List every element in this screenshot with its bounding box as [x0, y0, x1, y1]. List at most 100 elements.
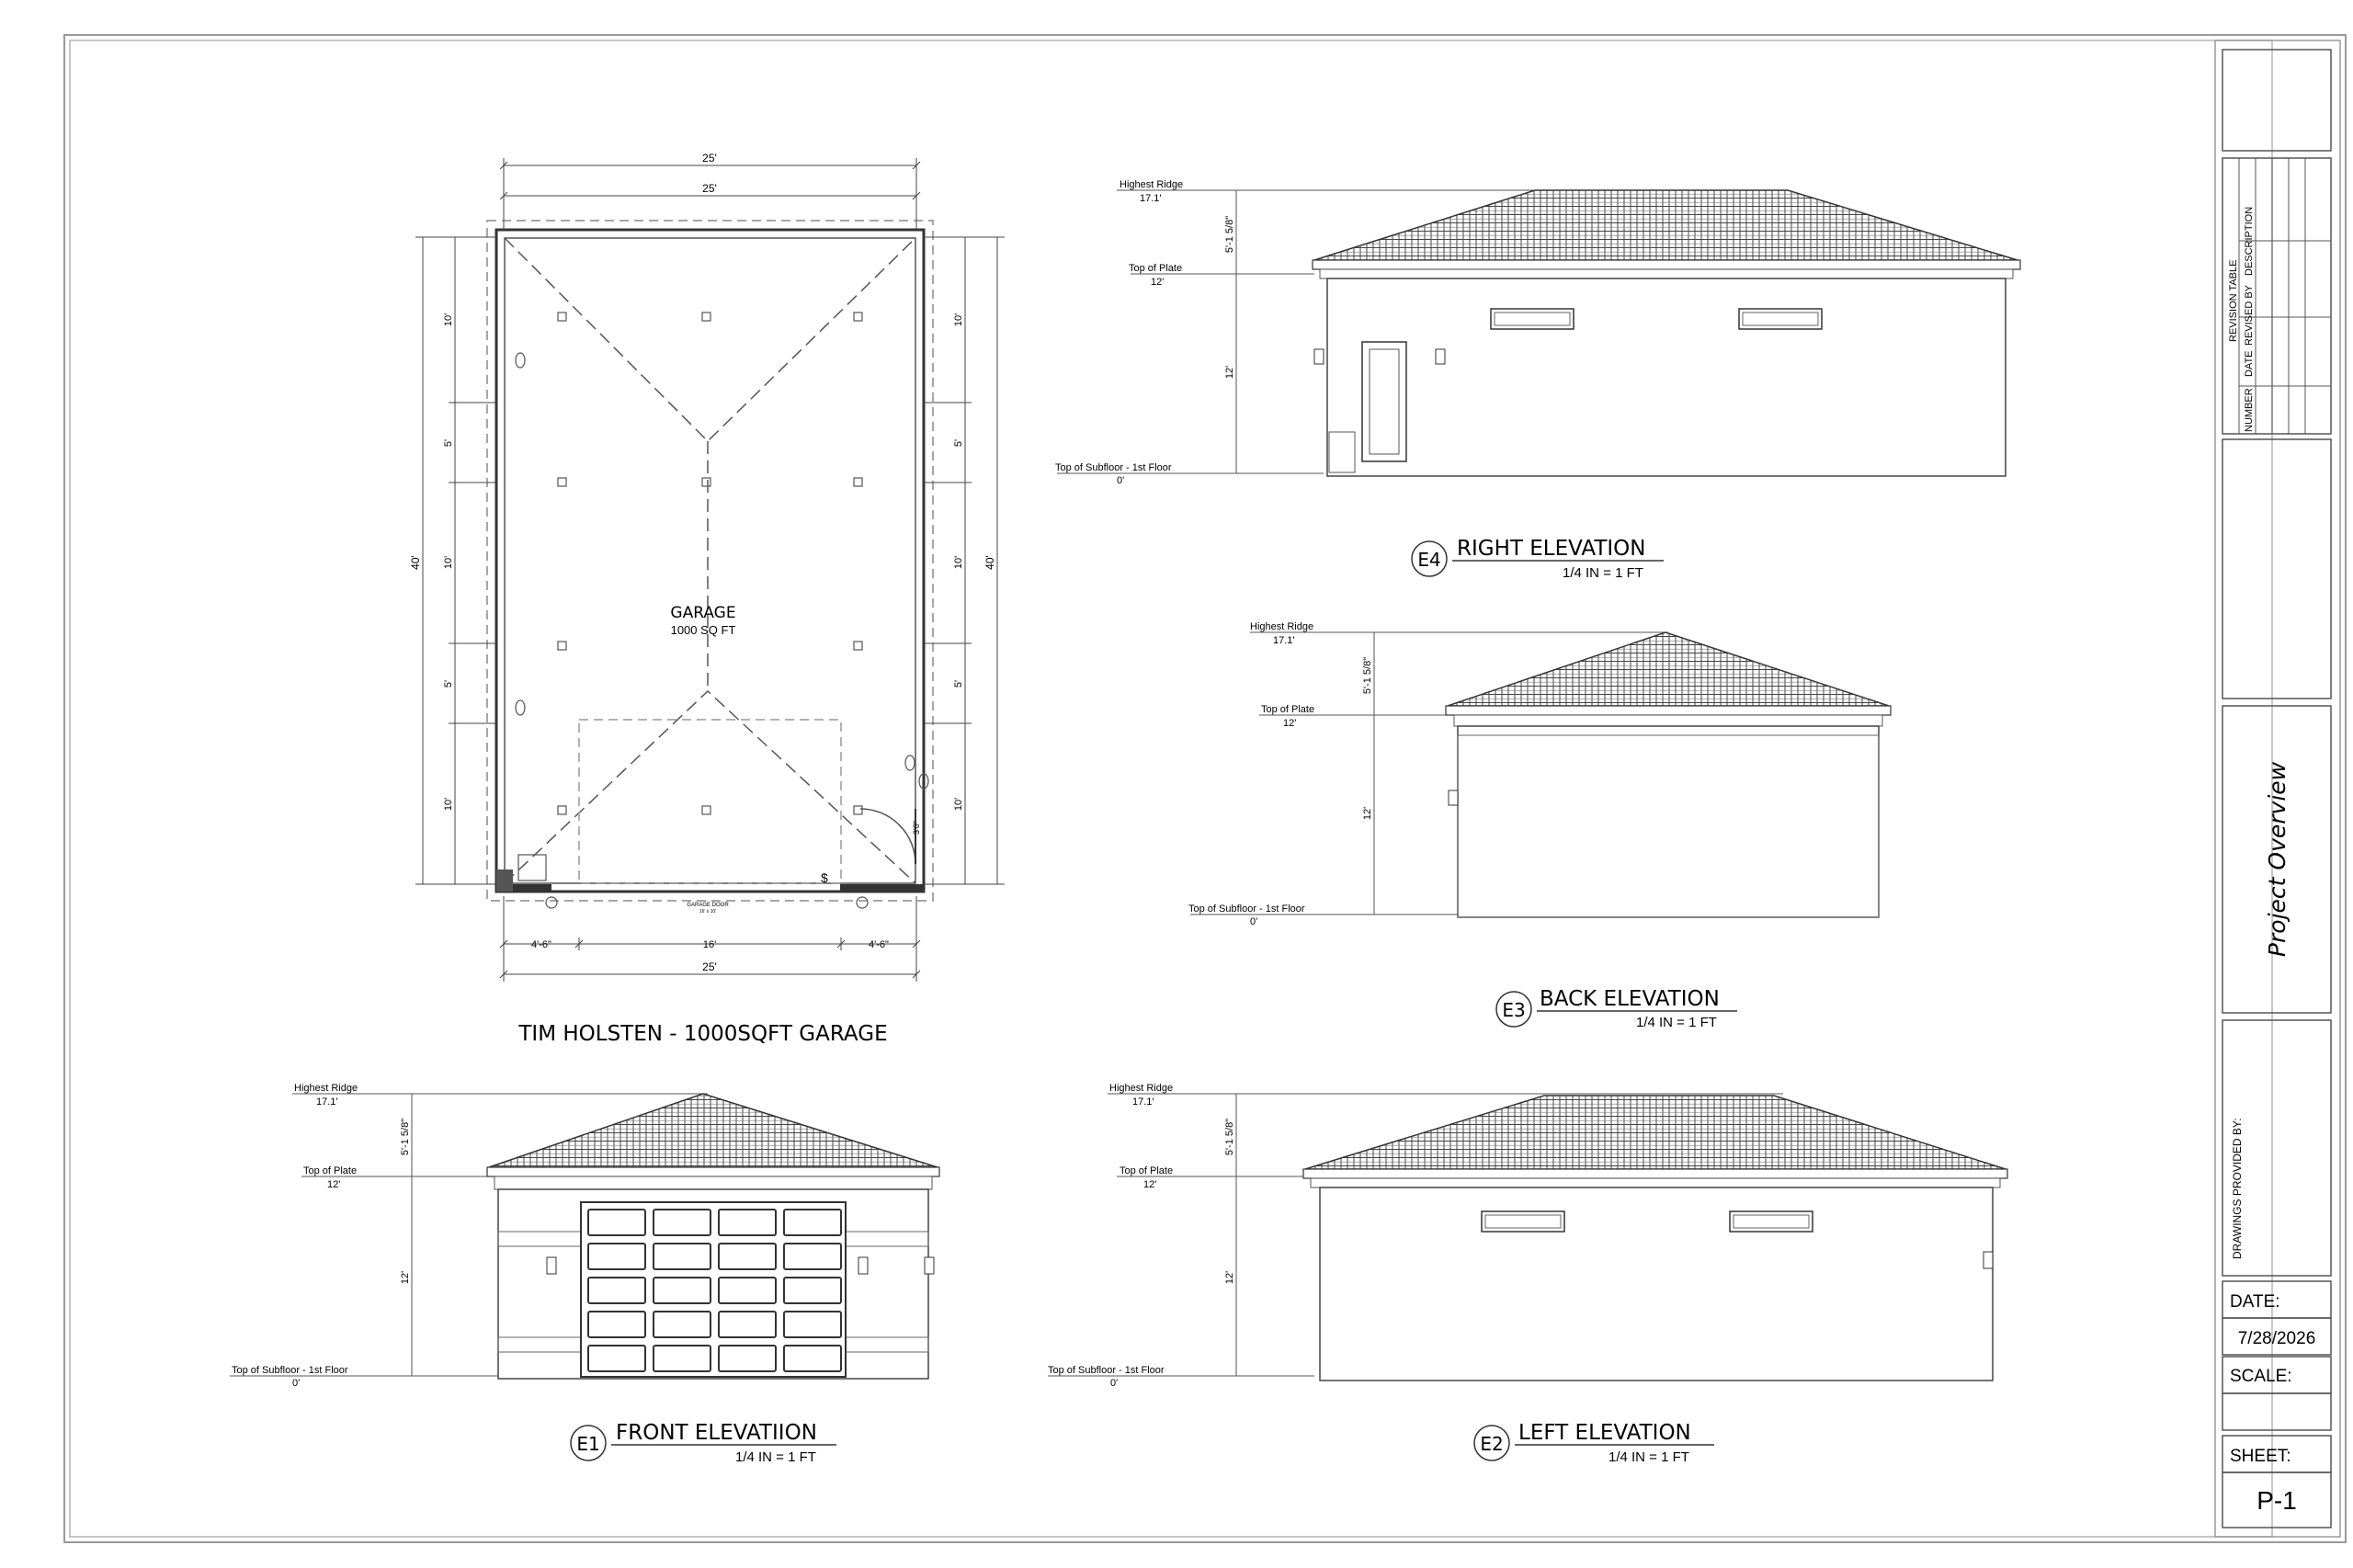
e3-plate-value: 12'	[1283, 718, 1296, 729]
garage-door-panel	[783, 1243, 842, 1270]
e4-roof-height: 5'-1 5/8"	[1224, 216, 1235, 253]
plan-dims-left	[415, 236, 496, 885]
date-label: DATE:	[2230, 1292, 2280, 1312]
plan-dims-right	[924, 236, 1005, 885]
e1-plate-value: 12'	[327, 1179, 340, 1190]
dim-right-5: 10'	[953, 798, 964, 811]
drawings-provided-by: DRAWINGS PROVIDED BY:	[2231, 1118, 2244, 1259]
garage-door-panel	[783, 1277, 842, 1304]
garage-door-panel	[653, 1311, 711, 1338]
front-elevation: Highest Ridge 17.1' Top of Plate 12' Top…	[230, 1083, 940, 1465]
sheet-border	[63, 34, 2347, 1543]
e4-scale: 1/4 IN = 1 FT	[1563, 565, 1643, 581]
dim-bottom-left: 4'-6"	[531, 939, 551, 950]
dim-left-5: 10'	[443, 798, 454, 811]
e2-ridge-label: Highest Ridge	[1109, 1083, 1173, 1094]
e4-tag: E4	[1417, 549, 1440, 571]
dim-top-inner: 25'	[702, 182, 717, 195]
garage-door-panel	[718, 1209, 777, 1236]
garage-door-panel	[718, 1345, 777, 1372]
e3-tag: E3	[1502, 999, 1525, 1021]
e4-ridge-label: Highest Ridge	[1120, 179, 1183, 190]
rev-header-date: DATE	[2244, 350, 2255, 377]
e2-ridge-value: 17.1'	[1132, 1096, 1154, 1108]
dim-right-1: 10'	[953, 313, 964, 326]
dim-right-2: 5'	[953, 439, 964, 447]
e1-roof-height: 5'-1 5/8"	[400, 1119, 411, 1155]
dim-right-4: 5'	[953, 680, 964, 687]
e1-wall-height: 12'	[400, 1271, 411, 1284]
revision-table-title: REVISION TABLE	[2228, 260, 2239, 342]
garage-door-panel	[783, 1311, 842, 1338]
garage-door-panel	[783, 1209, 842, 1236]
garage-door-panel	[718, 1311, 777, 1338]
dim-left-3: 10'	[443, 556, 454, 569]
e1-floor-value: 0'	[292, 1378, 300, 1389]
room-area: 1000 SQ FT	[671, 623, 736, 637]
garage-door-panel	[653, 1277, 711, 1304]
garage-door-panel	[587, 1243, 646, 1270]
rev-header-description: DESCRIPTION	[2244, 207, 2255, 276]
dim-top-outer: 25'	[702, 152, 717, 165]
dim-bottom-total: 25'	[702, 960, 717, 973]
garage-door-panel	[653, 1345, 711, 1372]
e3-ridge-label: Highest Ridge	[1250, 621, 1313, 632]
front-garage-door	[580, 1201, 847, 1378]
e2-tag: E2	[1480, 1433, 1503, 1455]
garage-door-panel	[718, 1243, 777, 1270]
e1-ridge-label: Highest Ridge	[294, 1083, 358, 1094]
svg-text:$: $	[821, 870, 828, 885]
side-door-label: 3'0"	[912, 821, 921, 835]
revision-table: REVISION TABLE NUMBER DATE REVISED BY DE…	[2222, 157, 2332, 435]
date-value: 7/28/2026	[2238, 1329, 2316, 1348]
e3-title: BACK ELEVATION	[1540, 987, 1720, 1011]
rev-header-revised-by: REVISED BY	[2244, 284, 2255, 346]
back-elevation: Highest Ridge 17.1' Top of Plate 12' Top…	[1188, 621, 1892, 1030]
dim-left-total: 40'	[409, 555, 422, 570]
e2-floor-label: Top of Subfloor - 1st Floor	[1048, 1365, 1165, 1376]
garage-door-panel	[783, 1345, 842, 1372]
e4-ridge-value: 17.1'	[1140, 193, 1162, 204]
rev-header-number: NUMBER	[2244, 388, 2255, 432]
e1-plate-label: Top of Plate	[303, 1165, 357, 1176]
e2-title: LEFT ELEVATION	[1518, 1421, 1691, 1445]
e2-plate-label: Top of Plate	[1120, 1165, 1173, 1176]
e2-roof-height: 5'-1 5/8"	[1224, 1119, 1235, 1155]
e2-wall-height: 12'	[1224, 1271, 1235, 1284]
e4-floor-label: Top of Subfloor - 1st Floor	[1055, 462, 1172, 473]
garage-door-panel	[587, 1277, 646, 1304]
e3-floor-value: 0'	[1250, 916, 1257, 927]
e4-wall-height: 12'	[1224, 366, 1235, 379]
garage-door-panel	[587, 1209, 646, 1236]
e4-floor-value: 0'	[1117, 475, 1124, 486]
e3-plate-label: Top of Plate	[1261, 704, 1314, 715]
title-block: REVISION TABLE NUMBER DATE REVISED BY DE…	[2222, 49, 2332, 1528]
sheet-label: SHEET:	[2230, 1447, 2291, 1466]
scale-label: SCALE:	[2230, 1367, 2292, 1386]
e4-plate-label: Top of Plate	[1129, 263, 1182, 274]
garage-door-label: GARAGE DOOR	[687, 903, 729, 908]
e2-scale: 1/4 IN = 1 FT	[1608, 1449, 1689, 1465]
room-name: GARAGE	[670, 604, 735, 622]
dim-bottom-door: 16'	[703, 939, 716, 950]
dim-left-4: 5'	[443, 680, 454, 687]
e1-title: FRONT ELEVATIION	[616, 1421, 817, 1445]
dim-bottom-right: 4'-6"	[869, 939, 889, 950]
floor-plan: 3'0" $ GARAGE 1000 SQ FT GARAGE DOOR 16'…	[409, 152, 1005, 1046]
dim-right-3: 10'	[953, 556, 964, 569]
e3-floor-label: Top of Subfloor - 1st Floor	[1188, 903, 1305, 915]
plan-dims-top	[499, 158, 921, 230]
e1-ridge-value: 17.1'	[316, 1096, 338, 1108]
project-title: Project Overview	[2264, 761, 2290, 957]
garage-door-size: 16' x 10'	[699, 909, 716, 915]
e1-tag: E1	[576, 1433, 599, 1455]
dim-left-1: 10'	[443, 313, 454, 326]
garage-door-panel	[718, 1277, 777, 1304]
right-elevation: Highest Ridge 17.1' Top of Plate 12' Top…	[1055, 179, 2021, 581]
left-elevation: Highest Ridge 17.1' Top of Plate 12' Top…	[1048, 1083, 2008, 1465]
e3-roof-height: 5'-1 5/8"	[1362, 657, 1373, 694]
e3-scale: 1/4 IN = 1 FT	[1636, 1015, 1717, 1030]
e1-floor-label: Top of Subfloor - 1st Floor	[232, 1365, 348, 1376]
garage-door-panel	[653, 1209, 711, 1236]
